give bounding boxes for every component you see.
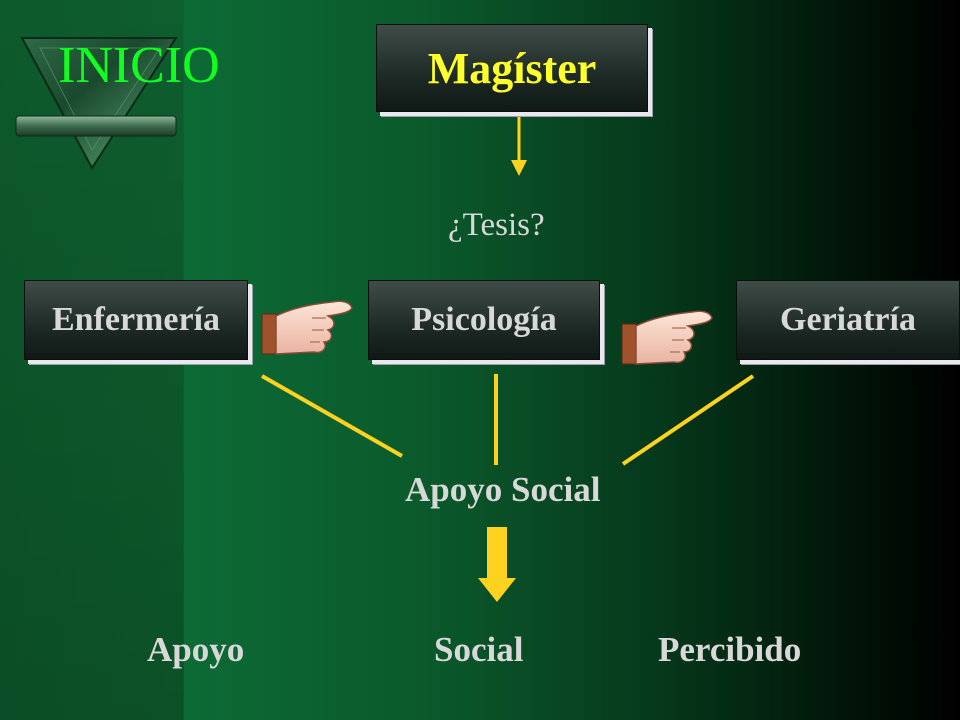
result-word-percibido: Percibido [658,630,802,669]
result-word-social: Social [434,630,524,669]
result-word-apoyo: Apoyo [147,630,245,669]
psicologia-label: Psicología [411,301,557,338]
psicologia-node: Psicología [368,280,600,360]
question-label: ¿Tesis? [448,207,545,243]
big-down-arrow-icon [478,527,516,602]
magister-node: Magíster [376,24,648,112]
enfermeria-label: Enfermería [51,301,221,338]
logo-text: INICIO [58,37,220,94]
enfermeria-node: Enfermería [24,280,248,360]
connector-lines [261,374,755,466]
triangle-logo-icon [15,37,178,170]
pointing-hand-icon [261,300,353,355]
magister-label: Magíster [427,43,597,93]
geriatria-label: Geriatría [780,301,916,338]
down-arrow-icon [511,110,527,176]
pointing-hand-icon [621,310,713,365]
geriatria-node: Geriatría [736,280,960,360]
center-concept: Apoyo Social [405,470,601,509]
